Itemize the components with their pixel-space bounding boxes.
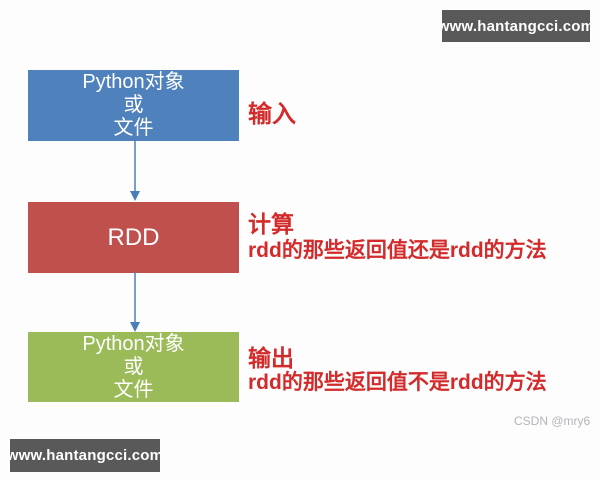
rdd-box: RDD [28,202,239,273]
output-annotation-subtitle: rdd的那些返回值不是rdd的方法 [248,371,547,394]
rdd-box-label: RDD [107,223,160,251]
watermark-top-bar: www.hantangcci.com [438,10,594,42]
input-box-line3: 文件 [113,117,154,139]
input-box: Python对象 或 文件 [28,70,239,141]
output-box-line2: 或 [123,355,144,378]
output-box-line3: 文件 [113,378,154,401]
arrow-down-icon [130,141,140,201]
input-box-line1: Python对象 [82,71,185,93]
compute-annotation-subtitle: rdd的那些返回值还是rdd的方法 [248,239,547,262]
output-box: Python对象 或 文件 [28,332,239,402]
watermark-bottom-bar: www.hantangcci.com [6,439,164,472]
output-annotation-title: 输出 [248,345,294,371]
input-annotation: 输入 [248,101,296,128]
csdn-watermark: CSDN @mry6 [514,414,591,428]
watermark-bottom-text: www.hantangcci.com [6,447,164,464]
watermark-top-text: www.hantangcci.com [437,17,595,35]
output-box-line1: Python对象 [82,332,185,355]
arrow-down-icon [130,272,140,332]
input-box-line2: 或 [123,94,144,116]
compute-annotation-title: 计算 [248,211,294,237]
